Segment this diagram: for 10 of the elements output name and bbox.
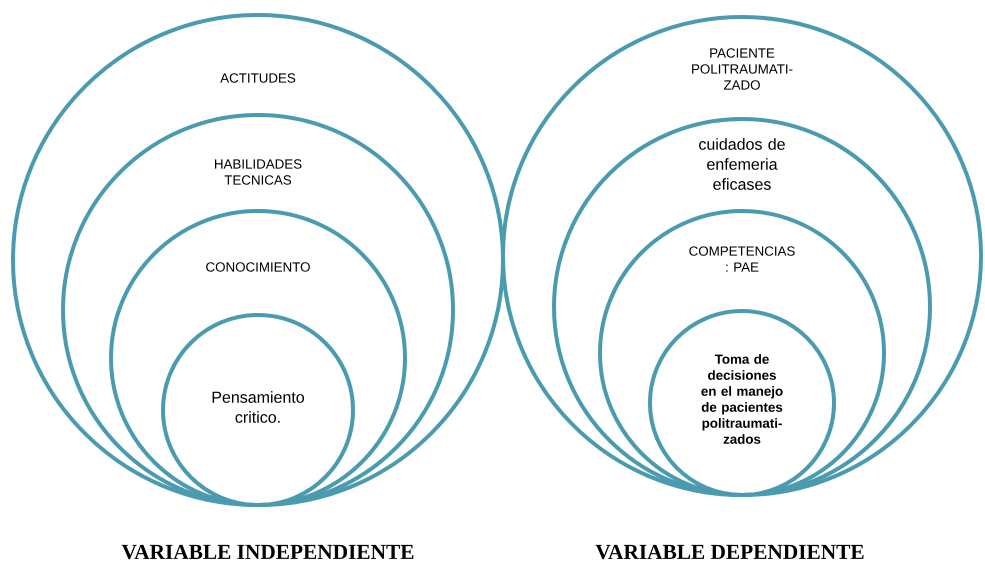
caption: VARIABLE INDEPENDIENTE [122, 544, 414, 560]
circle-label: PACIENTE POLITRAUMATI-ZADO [692, 48, 792, 90]
caption: VARIABLE DEPENDIENTE [596, 544, 864, 560]
circle-label: cuidados de enfemeria eficases [699, 138, 785, 190]
circle-label: COMPETENCIAS : PAE [689, 246, 795, 272]
circle-label: HABILIDADES TECNICAS [215, 159, 302, 185]
circle-label: Toma de decisiones en el manejo de pacientes politraumati-zados [701, 354, 783, 444]
circle-label: ACTITUDES [220, 73, 296, 83]
circle-label: Pensamiento critico. [212, 391, 304, 423]
circle-label: CONOCIMIENTO [206, 262, 310, 272]
